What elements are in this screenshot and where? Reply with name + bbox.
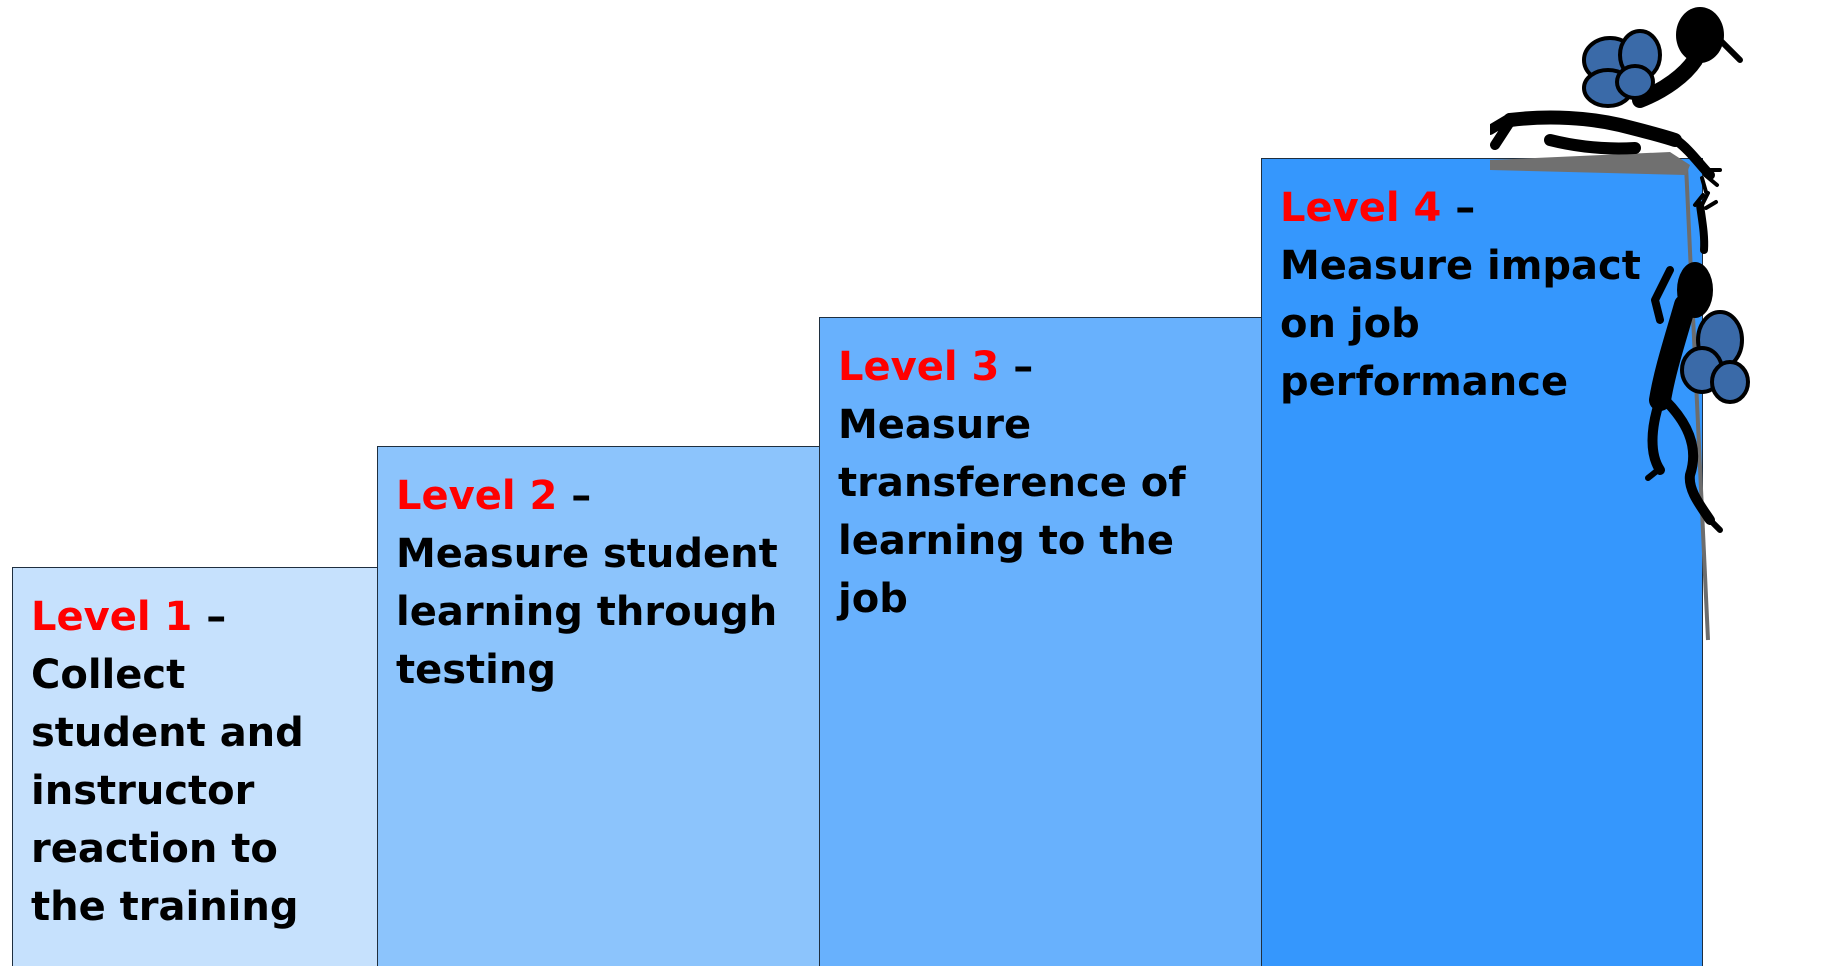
level-2-dash: –	[571, 473, 592, 519]
cliff-edge	[1490, 152, 1690, 175]
level-1-dash: –	[206, 594, 227, 640]
bottom-backpack	[1680, 310, 1750, 404]
top-backpack	[1582, 29, 1662, 108]
level-4-dash: –	[1455, 185, 1476, 231]
step-text-level-2: Level 2 – Measure student learning throu…	[396, 467, 801, 699]
rope	[1684, 164, 1710, 641]
level-4-description: Measure impact on job performance	[1280, 243, 1641, 405]
level-2-description: Measure student learning through testing	[396, 531, 778, 693]
bottom-climber	[1645, 191, 1723, 533]
level-3-label: Level 3	[838, 344, 1000, 390]
step-text-level-4: Level 4 – Measure impact on job performa…	[1280, 179, 1684, 411]
level-3-description: Measure transference of learning to the …	[838, 402, 1186, 622]
staircase-step-level-2: Level 2 – Measure student learning throu…	[377, 446, 820, 966]
step-text-level-3: Level 3 – Measure transference of learni…	[838, 338, 1243, 628]
level-3-dash: –	[1013, 344, 1034, 390]
level-4-label: Level 4	[1280, 185, 1442, 231]
level-1-label: Level 1	[31, 594, 193, 640]
level-1-description: Collect student and instructor reaction …	[31, 652, 304, 930]
staircase-step-level-1: Level 1 – Collect student and instructor…	[12, 567, 378, 966]
level-2-label: Level 2	[396, 473, 558, 519]
staircase-step-level-3: Level 3 – Measure transference of learni…	[819, 317, 1262, 966]
top-climber	[1490, 7, 1743, 194]
staircase-step-level-4: Level 4 – Measure impact on job performa…	[1261, 158, 1703, 966]
mountain-climbers-icon	[1490, 7, 1750, 641]
step-text-level-1: Level 1 – Collect student and instructor…	[31, 588, 359, 936]
